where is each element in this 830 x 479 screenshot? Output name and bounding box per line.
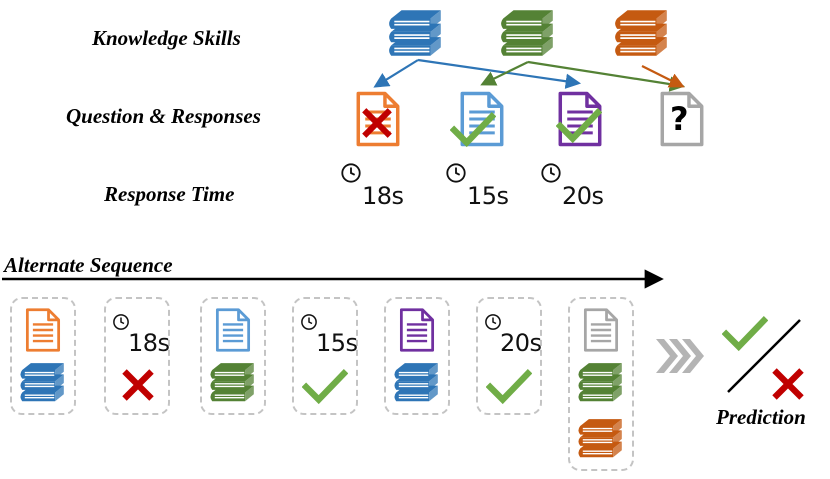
cross-icon: [770, 366, 806, 402]
arrow-blue-to-q1: [373, 59, 419, 88]
checkmark-icon: [556, 108, 602, 144]
cross-icon: [120, 367, 156, 403]
arrow-blue-to-q3: [417, 58, 582, 89]
clock-icon: [445, 162, 467, 184]
sequence-time-value: 15s: [316, 329, 358, 357]
response-time-value: 18s: [362, 182, 404, 210]
book-stack-icon-green: [207, 361, 259, 405]
document-icon-blue: [214, 307, 252, 353]
label-question-responses: Question & Responses: [66, 104, 261, 128]
sequence-step-2: 18s: [104, 297, 170, 415]
label-prediction: Prediction: [716, 405, 806, 429]
book-stack-icon-blue: [17, 361, 69, 405]
label-alternate-sequence: Alternate Sequence: [4, 253, 173, 277]
sequence-step-5: [384, 297, 450, 415]
sequence-step-6: 20s: [476, 297, 542, 415]
book-stack-icon-blue: [391, 361, 443, 405]
triple-chevron-icon: [656, 339, 704, 373]
document-icon-orange: [24, 307, 62, 353]
document-icon-gray: [582, 307, 620, 353]
checkmark-icon: [450, 112, 496, 148]
label-response-time: Response Time: [104, 182, 235, 206]
sequence-time-value: 18s: [128, 329, 170, 357]
cross-icon: [360, 106, 394, 140]
clock-icon: [340, 162, 362, 184]
arrow-green-to-q4: [527, 60, 686, 92]
sequence-step-3: [200, 297, 266, 415]
sequence-time-value: 20s: [500, 329, 542, 357]
book-stack-icon-orange: [575, 417, 627, 461]
sequence-arrow: [2, 269, 664, 289]
label-knowledge-skills: Knowledge Skills: [92, 26, 241, 50]
arrow-orange-to-q4: [641, 65, 685, 88]
checkmark-icon: [486, 369, 532, 405]
question-mark: ?: [670, 100, 689, 138]
sequence-step-4: 15s: [292, 297, 358, 415]
sequence-step-1: [10, 297, 76, 415]
response-time-value: 20s: [562, 182, 604, 210]
book-stack-icon-green: [575, 361, 627, 405]
checkmark-icon: [302, 369, 348, 405]
clock-icon: [540, 162, 562, 184]
response-time-value: 15s: [467, 182, 509, 210]
document-icon-purple: [398, 307, 436, 353]
arrow-green-to-q2: [480, 61, 529, 86]
sequence-step-7: [568, 297, 634, 471]
prediction-divider: [727, 319, 801, 393]
